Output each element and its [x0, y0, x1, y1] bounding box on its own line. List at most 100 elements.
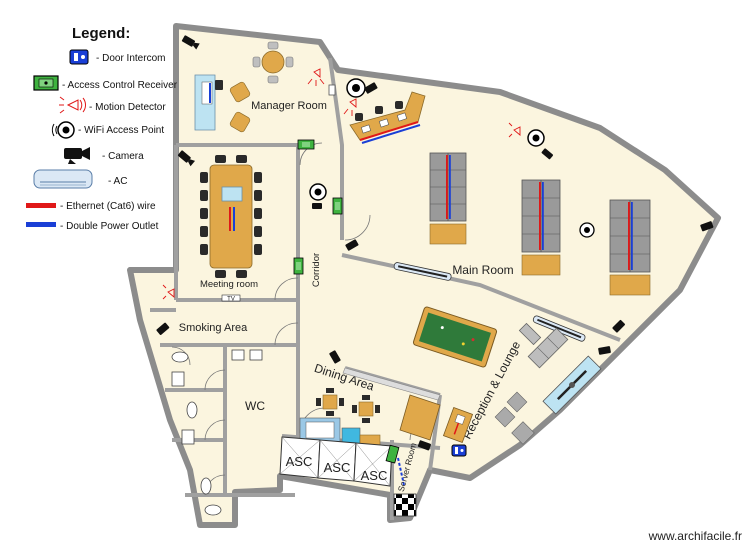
legend-label-wifi: - WiFi Access Point: [78, 125, 164, 136]
camera-icon: [700, 221, 714, 232]
wc: WC: [171, 349, 265, 516]
watermark: www.archifacile.fr: [648, 529, 742, 543]
lounge-chair: [494, 391, 535, 445]
access-control-receiver-icon: [332, 197, 343, 215]
desk-chair: [215, 80, 223, 90]
desk-monitors: [360, 112, 408, 134]
door-intercom-icon: [451, 444, 467, 457]
legend-label-access-control: - Access Control Receiver: [62, 80, 178, 91]
workstation-pod: [609, 199, 651, 296]
wifi-access-point-icon: [579, 222, 595, 238]
dining-table: [352, 395, 380, 423]
elevator: ASC: [353, 442, 393, 487]
ac-unit-icon: [33, 169, 93, 189]
wifi-access-point-icon: [51, 121, 75, 139]
legend-label-camera: - Camera: [102, 151, 144, 162]
ethernet-wire: [229, 207, 231, 231]
camera-icon: [598, 346, 611, 355]
wifi-access-point-icon: [309, 183, 327, 201]
power-outlet: [233, 207, 235, 231]
round-table: [261, 50, 285, 74]
workstation-pod: [429, 152, 467, 245]
workstation-pod: [521, 179, 561, 276]
elevator-label: ASC: [324, 460, 351, 475]
tv-label: TV: [227, 297, 235, 303]
access-control-receiver-icon: [385, 444, 400, 464]
motion-detector-icon: [162, 284, 175, 300]
door-intercom-icon: [69, 49, 89, 65]
camera-icon: [417, 440, 431, 451]
elevator-label: ASC: [361, 468, 388, 483]
power-outlet: [209, 83, 211, 103]
sinks: [171, 349, 263, 445]
elevator-block: ASC ASC ASC: [279, 436, 393, 487]
pool-table: [412, 306, 498, 368]
reception-counter: [442, 406, 474, 444]
table-chairs: [252, 41, 294, 84]
server-rack: [393, 493, 417, 517]
power-outlet: [361, 124, 421, 144]
motion-detector-icon: [59, 96, 87, 114]
desk-monitor: [201, 81, 213, 105]
wifi-access-point-icon: [527, 129, 545, 147]
camera-icon: [312, 203, 322, 209]
kitchen-sink: [305, 421, 335, 439]
room-label-corridor: Corridor: [311, 253, 322, 287]
main-room: Main Room: [343, 78, 714, 342]
meeting-room: Meeting room TV: [162, 150, 262, 303]
access-control-receiver-icon: [33, 75, 59, 91]
camera-icon: [364, 82, 378, 94]
desk-chairs: [355, 101, 403, 121]
camera-icon: [177, 150, 196, 167]
sofa: [518, 322, 542, 346]
conference-phone: [221, 186, 243, 202]
camera-icon: [64, 147, 90, 164]
double-power-outlet-icon: [26, 222, 56, 227]
armchair: [229, 81, 251, 103]
legend-label-power: - Double Power Outlet: [60, 221, 159, 232]
room-label-manager: Manager Room: [251, 100, 327, 112]
camera-icon: [345, 239, 359, 251]
motion-detector-icon: [508, 122, 521, 138]
motion-detector-icon: [307, 68, 325, 86]
lounge-screen: [542, 355, 602, 415]
room-label-main: Main Room: [452, 263, 513, 277]
legend: Legend: - Door Intercom - Access Control…: [26, 25, 178, 232]
room-label-meeting: Meeting room: [200, 279, 258, 290]
camera-icon: [156, 322, 170, 335]
room-label-wc: WC: [245, 399, 265, 413]
reception-desk: [399, 394, 441, 441]
wifi-access-point-icon: [346, 78, 366, 98]
door-intercom-icon: [328, 84, 336, 96]
camera-icon: [612, 319, 626, 333]
tv-screen: [221, 294, 241, 302]
sofa: [527, 327, 569, 369]
dining-counter: [342, 367, 441, 401]
legend-label-ac: - AC: [108, 176, 127, 187]
legend-label-door-intercom: - Door Intercom: [96, 53, 165, 64]
access-control-receiver-icon: [297, 139, 315, 150]
camera-icon: [541, 148, 554, 160]
legend-label-motion-detector: - Motion Detector: [89, 102, 166, 113]
corridor: Corridor: [293, 183, 343, 287]
armchair: [229, 111, 251, 133]
corridor-floor: [298, 140, 342, 430]
elevator: ASC: [317, 439, 357, 482]
elevator-label: ASC: [286, 454, 313, 469]
dining-table: [316, 388, 344, 416]
toilets: [171, 351, 222, 516]
room-label-smoking: Smoking Area: [179, 322, 248, 334]
elevator: ASC: [279, 436, 321, 479]
legend-title: Legend:: [72, 25, 130, 42]
motion-detector-icon: [343, 98, 357, 116]
smoking-area: Smoking Area: [156, 322, 248, 335]
ac-unit-icon: [393, 262, 452, 281]
meeting-chairs: [200, 155, 262, 278]
access-control-receiver-icon: [293, 257, 304, 275]
ethernet-wire: [359, 121, 419, 141]
dining-area: Dining Area: [299, 350, 441, 450]
manager-room: Manager Room: [181, 35, 336, 150]
ethernet-wire-icon: [26, 203, 56, 208]
camera-icon: [329, 350, 341, 364]
